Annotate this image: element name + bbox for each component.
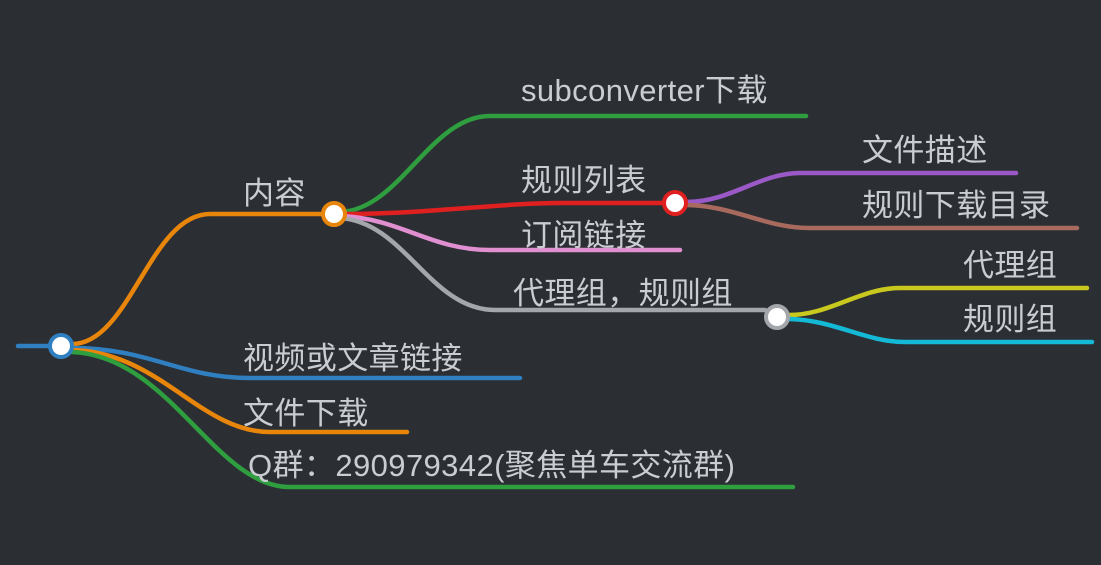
- node-qq-group-label[interactable]: Q群：290979342(聚焦单车交流群): [248, 448, 736, 483]
- root-node[interactable]: [48, 333, 74, 359]
- node-subconverter-download-label[interactable]: subconverter下载: [521, 73, 768, 108]
- node-file-download-label[interactable]: 文件下载: [243, 396, 369, 431]
- node-proxy-group-label[interactable]: 代理组: [963, 248, 1058, 283]
- edge-root-to-content: [69, 211, 337, 347]
- node-proxy-and-rule-groups-label[interactable]: 代理组，规则组: [513, 276, 733, 311]
- node-rule-group-label[interactable]: 规则组: [963, 302, 1058, 337]
- node-video-or-article-link-label[interactable]: 视频或文章链接: [243, 341, 463, 376]
- node-proxy-and-rule-groups-dot[interactable]: [764, 304, 790, 330]
- node-content-dot[interactable]: [321, 201, 347, 227]
- node-rule-list-label[interactable]: 规则列表: [521, 163, 647, 198]
- edge-content-to-rulelist: [337, 200, 666, 217]
- node-file-description-label[interactable]: 文件描述: [862, 133, 988, 168]
- node-content-label[interactable]: 内容: [243, 176, 306, 211]
- node-rule-list-dot[interactable]: [662, 190, 688, 216]
- node-rule-download-dir-label[interactable]: 规则下载目录: [862, 188, 1051, 223]
- node-subscription-link-label[interactable]: 订阅链接: [521, 218, 647, 253]
